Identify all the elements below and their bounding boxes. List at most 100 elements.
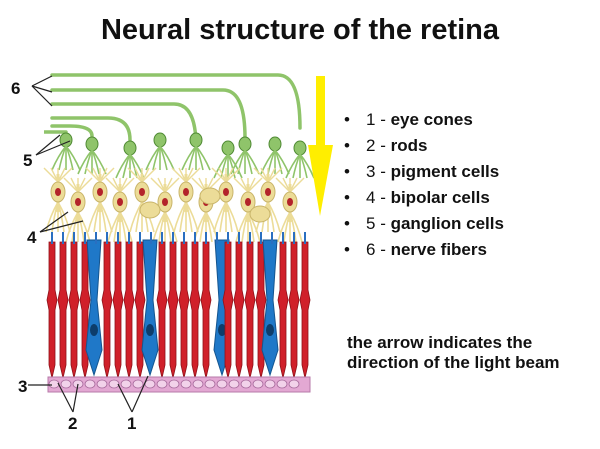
rod-cell [156, 241, 168, 379]
ganglion-dendrite [195, 145, 211, 171]
ganglion-cell [293, 140, 307, 156]
bipolar-dendrite [289, 211, 303, 243]
nerve-fiber [50, 88, 247, 140]
bipolar-axon [99, 167, 115, 183]
cone-nucleus [146, 324, 154, 336]
light-direction-arrow [308, 76, 333, 216]
pigment-cell [192, 379, 204, 389]
bipolar-nucleus [265, 188, 271, 196]
bipolar-axon [171, 167, 187, 183]
callout-2: 2 [68, 414, 78, 433]
pigment-cell [108, 379, 120, 389]
horizontal-cell [139, 201, 161, 219]
ganglion-cell [85, 136, 99, 152]
rod-cell [189, 241, 201, 379]
rod-cell [200, 241, 212, 379]
rod-cell [134, 241, 146, 379]
rod-cell [57, 241, 69, 379]
bipolar-nucleus [55, 188, 61, 196]
rod-cell [123, 241, 135, 379]
cone-nucleus [90, 324, 98, 336]
rod-cell [277, 241, 289, 379]
bullet-icon: • [344, 136, 350, 155]
bipolar-nucleus [223, 188, 229, 196]
bipolar-axon [267, 167, 283, 183]
ganglion-cells [51, 132, 315, 179]
ganglion-cell [221, 140, 235, 156]
nerve-fiber [50, 124, 94, 138]
ganglion-dendrite [159, 145, 175, 171]
rod-cell [101, 241, 113, 379]
bipolar-axon [150, 177, 166, 193]
pigment-cell [276, 379, 288, 389]
bipolar-axon [275, 177, 291, 193]
legend-term: bipolar cells [390, 188, 490, 207]
bipolar-dendrite [225, 201, 239, 233]
bipolar-dendrite [247, 211, 261, 243]
page-title: Neural structure of the retina [100, 14, 500, 46]
rod-cell [178, 241, 190, 379]
pigment-cell [96, 379, 108, 389]
pigment-cell [120, 379, 132, 389]
pigment-cell [144, 379, 156, 389]
rod-cell [233, 241, 245, 379]
bipolar-nucleus [245, 198, 251, 206]
bipolar-nucleus [287, 198, 293, 206]
nerve-fiber [50, 116, 132, 142]
legend-number: 1 [366, 110, 376, 129]
legend-number: 2 [366, 136, 376, 155]
pigment-cell [132, 379, 144, 389]
legend-term: nerve fibers [390, 240, 487, 259]
rod-cell [244, 241, 256, 379]
ganglion-dendrite [274, 149, 290, 175]
bipolar-axon [57, 167, 73, 183]
rod-cell [68, 241, 80, 379]
cone-cell [141, 239, 159, 377]
pigment-cell [216, 379, 228, 389]
bipolar-nucleus [75, 198, 81, 206]
rod-cell [288, 241, 300, 379]
pigment-cell [48, 379, 60, 389]
ganglion-cell [268, 136, 282, 152]
bullet-icon: • [344, 188, 350, 207]
callout-3: 3 [18, 377, 28, 396]
bipolar-axon [185, 167, 201, 183]
bipolar-axon [141, 167, 157, 183]
legend-term: pigment cells [390, 162, 500, 181]
cone-nucleus [266, 324, 274, 336]
bipolar-nucleus [139, 188, 145, 196]
bipolar-axon [247, 177, 263, 193]
callout-1: 1 [127, 414, 137, 433]
bipolar-axon [63, 177, 79, 193]
rod-cell [299, 241, 311, 379]
bipolar-nucleus [117, 198, 123, 206]
legend-item: •3 - pigment cells [344, 159, 504, 185]
legend-number: 3 [366, 162, 376, 181]
bullet-icon: • [344, 110, 350, 129]
pigment-cell [204, 379, 216, 389]
bipolar-dendrite [119, 211, 133, 243]
legend-item: •2 - rods [344, 133, 504, 159]
ganglion-cell [238, 136, 252, 152]
bipolar-dendrite [164, 211, 178, 243]
ganglion-dendrite [227, 153, 243, 179]
horizontal-cell [199, 187, 221, 205]
legend-item: •4 - bipolar cells [344, 185, 504, 211]
callout-4: 4 [27, 228, 37, 247]
legend: •1 - eye cones •2 - rods •3 - pigment ce… [344, 107, 504, 263]
bipolar-dendrite [267, 201, 281, 233]
pigment-layer [47, 376, 311, 393]
bipolar-nucleus [183, 188, 189, 196]
legend-item: •1 - eye cones [344, 107, 504, 133]
bipolar-axon [289, 177, 305, 193]
ganglion-dendrite [65, 145, 81, 171]
callout-6: 6 [11, 79, 21, 98]
bullet-icon: • [344, 214, 350, 233]
legend-number: 6 [366, 240, 376, 259]
bipolar-axon [233, 177, 249, 193]
legend-number: 4 [366, 188, 376, 207]
legend-item: •6 - nerve fibers [344, 237, 504, 263]
rod-cell [222, 241, 234, 379]
legend-term: eye cones [390, 110, 473, 129]
ganglion-cell [123, 140, 137, 156]
